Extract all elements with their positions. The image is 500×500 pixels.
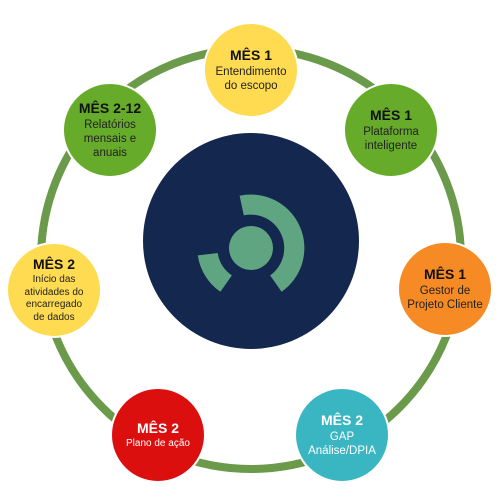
step-node-2-desc: Plataforma inteligente [363,126,419,152]
step-node-2-title: MÊS 1 [369,107,412,123]
step-node-1-desc: Entendimento do escopo [215,66,287,92]
step-node-3[interactable]: MÊS 1 Gestor de Projeto Cliente [397,241,493,337]
step-node-3-title: MÊS 1 [423,266,466,282]
step-node-4-desc: GAP Análise/DPIA [308,431,376,457]
step-node-1[interactable]: MÊS 1 Entendimento do escopo [203,22,299,118]
step-node-7-title: MÊS 2-12 [78,100,142,116]
step-node-4-title: MÊS 2 [320,412,363,428]
step-node-1-title: MÊS 1 [229,47,272,63]
step-node-6[interactable]: MÊS 2 Início das atividades do encarrega… [6,242,102,338]
step-node-2[interactable]: MÊS 1 Plataforma inteligente [343,82,439,178]
step-node-5-title: MÊS 2 [136,419,179,436]
step-node-6-desc: Início das atividades do encarregado de … [24,274,84,323]
step-node-7[interactable]: MÊS 2-12 Relatórios mensais e anuais [62,82,158,178]
step-node-6-title: MÊS 2 [32,256,75,272]
step-node-5[interactable]: MÊS 2 Plano de ação [110,387,206,483]
step-node-7-desc: Relatórios mensais e anuais [83,119,137,159]
step-node-3-desc: Gestor de Projeto Cliente [407,285,483,311]
step-node-4[interactable]: MÊS 2 GAP Análise/DPIA [294,387,390,483]
step-node-5-desc: Plano de ação [126,437,190,449]
circular-logo-icon [197,194,305,292]
